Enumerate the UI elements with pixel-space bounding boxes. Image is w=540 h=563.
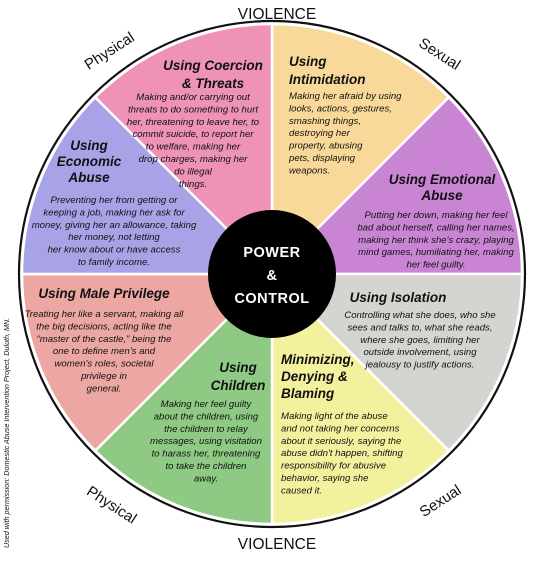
segment-isolation-description: where she goes, limiting her bbox=[360, 335, 480, 346]
sexual-label-bottom-right: Sexual bbox=[417, 482, 465, 521]
segment-minimizing-description: and not taking her concerns bbox=[281, 423, 400, 434]
segment-intimidation-description: weapons. bbox=[289, 165, 330, 176]
segment-economic-title: Using bbox=[70, 138, 108, 153]
segment-economic-title: Economic bbox=[57, 154, 122, 169]
segment-coercion-description: to welfare, making her bbox=[146, 142, 241, 153]
segment-children-description: to harass her, threatening bbox=[152, 449, 261, 460]
segment-privilege-description: one to define men’s and bbox=[53, 346, 156, 357]
segment-children-description: the children to relay bbox=[164, 424, 249, 435]
segment-isolation-description: outside involvement, using bbox=[363, 347, 477, 358]
segment-isolation-description: Controlling what she does, who she bbox=[344, 310, 495, 321]
segment-coercion-description: things. bbox=[179, 179, 207, 190]
segment-isolation bbox=[268, 272, 524, 453]
segment-economic bbox=[20, 95, 276, 276]
segment-children-description: messages, using visitation bbox=[150, 436, 262, 447]
segment-privilege bbox=[20, 272, 276, 453]
segment-intimidation-description: looks, actions, gestures, bbox=[289, 103, 392, 114]
center-line-ampersand: & bbox=[267, 268, 278, 284]
segment-children-description: about the children, using bbox=[154, 411, 259, 422]
segment-children-title: Using bbox=[219, 360, 257, 375]
center-hub bbox=[208, 210, 336, 338]
segment-economic-description: Preventing her from getting or bbox=[51, 195, 179, 206]
segment-emotional-description: her feel guilty. bbox=[406, 260, 465, 271]
segment-minimizing-description: responsibility for abusive bbox=[281, 461, 386, 472]
segment-minimizing-description: abuse didn't happen, shifting bbox=[281, 448, 404, 459]
sexual-label-top-right: Sexual bbox=[416, 35, 464, 74]
segment-emotional-title: Using Emotional bbox=[389, 172, 496, 187]
segment-minimizing-title: Minimizing, bbox=[281, 352, 355, 367]
segment-privilege-description: the big decisions, acting like the bbox=[36, 321, 171, 332]
segment-isolation-description: sees and talks to, what she reads, bbox=[347, 322, 492, 333]
segment-children-description: to take the children bbox=[165, 461, 246, 472]
segment-economic-description: her money, not letting bbox=[68, 232, 160, 243]
segment-minimizing-title: Blaming bbox=[281, 386, 335, 401]
physical-label-bottom-left: Physical bbox=[83, 483, 139, 528]
segment-coercion-description: threats to do something to hurt bbox=[128, 104, 258, 115]
segment-intimidation-description: pets, displaying bbox=[288, 153, 356, 164]
segment-coercion-description: commit suicide, to report her bbox=[132, 129, 254, 140]
segment-minimizing-description: caused it. bbox=[281, 485, 322, 496]
segment-privilege-title: Using Male Privilege bbox=[38, 286, 170, 301]
segment-emotional-description: bad about herself, calling her names, bbox=[357, 222, 514, 233]
segment-intimidation-title: Intimidation bbox=[289, 72, 366, 87]
segment-children-description: Making her feel guilty bbox=[161, 399, 253, 410]
segment-coercion-description: drop charges, making her bbox=[139, 154, 249, 165]
segment-isolation-description: jealousy to justify actions. bbox=[364, 360, 475, 371]
segment-coercion-title: Using Coercion bbox=[163, 58, 263, 73]
segment-privilege-description: privilege in bbox=[80, 371, 127, 382]
segment-economic-title: Abuse bbox=[67, 170, 110, 185]
segment-intimidation-title: Using bbox=[289, 54, 327, 69]
violence-label-top: VIOLENCE bbox=[238, 6, 316, 23]
segment-children-description: away. bbox=[194, 473, 218, 484]
segment-intimidation-description: destroying her bbox=[289, 128, 351, 139]
segment-emotional-description: mind games, humiliating her, making bbox=[358, 247, 514, 258]
segment-emotional-description: Putting her down, making her feel bbox=[365, 210, 509, 221]
segment-coercion-title: & Threats bbox=[182, 76, 245, 91]
segment-isolation-title: Using Isolation bbox=[350, 290, 447, 305]
segment-minimizing-description: behavior, saying she bbox=[281, 473, 368, 484]
segment-privilege-description: “master of the castle,” being the bbox=[37, 334, 172, 345]
violence-label-bottom: VIOLENCE bbox=[238, 536, 316, 553]
segment-privilege-description: Treating her like a servant, making all bbox=[25, 309, 185, 320]
segment-privilege-description: women’s roles, societal bbox=[54, 359, 154, 370]
center-line-control: CONTROL bbox=[234, 291, 309, 307]
segment-intimidation-description: property, abusing bbox=[288, 141, 363, 152]
segment-emotional-description: making her think she's crazy, playing bbox=[358, 235, 514, 246]
credit-text: Used with permission: Domestic Abuse Int… bbox=[2, 318, 11, 548]
segment-economic-description: keeping a job, making her ask for bbox=[43, 207, 185, 218]
segment-minimizing-title: Denying & bbox=[281, 369, 348, 384]
segment-minimizing bbox=[270, 270, 451, 526]
segment-economic-description: her know about or have access bbox=[48, 245, 181, 256]
segment-emotional bbox=[268, 95, 524, 276]
segment-children bbox=[93, 270, 274, 526]
segment-minimizing-description: Making light of the abuse bbox=[281, 411, 388, 422]
segment-coercion-description: Making and/or carrying out bbox=[136, 92, 250, 103]
center-line-power: POWER bbox=[243, 245, 300, 261]
segment-privilege-description: general. bbox=[87, 383, 122, 394]
segment-coercion-description: her, threatening to leave her, to bbox=[127, 117, 260, 128]
segment-intimidation bbox=[270, 22, 451, 278]
segment-emotional-title: Abuse bbox=[420, 188, 463, 203]
segment-minimizing-description: about it seriously, saying the bbox=[281, 436, 401, 447]
segment-children-title: Children bbox=[211, 378, 266, 393]
segment-coercion bbox=[93, 22, 274, 278]
segment-economic-description: money, giving her an allowance, taking bbox=[32, 220, 197, 231]
segment-intimidation-description: Making her afraid by using bbox=[289, 91, 402, 102]
segment-economic-description: to family income. bbox=[78, 257, 150, 268]
segment-intimidation-description: smashing things, bbox=[289, 116, 361, 127]
segment-coercion-description: do illegal bbox=[174, 166, 213, 177]
